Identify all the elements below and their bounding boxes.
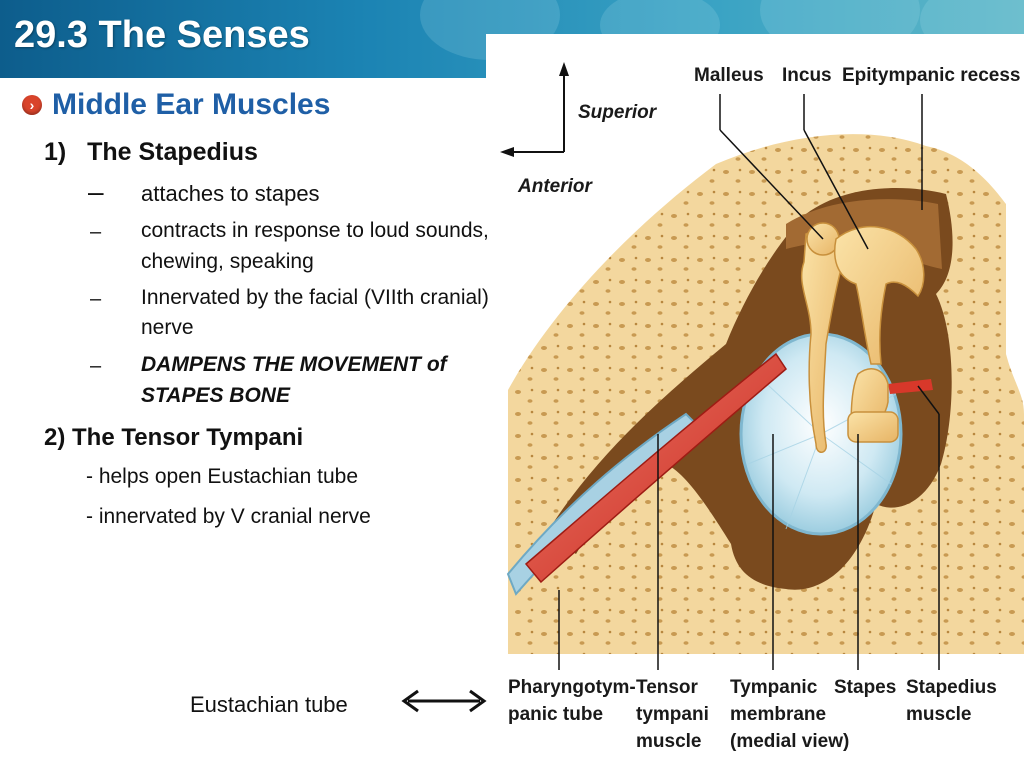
bullet-contracts-line2: chewing, speaking bbox=[141, 250, 314, 273]
middle-ear-diagram: Superior Anterior Malleus Incus Epitympa… bbox=[500, 62, 1024, 752]
bullet-helps-open: - helps open Eustachian tube bbox=[86, 465, 359, 488]
bullet-innervated-line2: nerve bbox=[141, 316, 194, 339]
bullet-contracts-line1: contracts in response to loud sounds, bbox=[141, 219, 489, 242]
tensor-tympani-title: 2) The Tensor Tympani bbox=[44, 424, 304, 451]
bullet-dash: – bbox=[88, 176, 104, 207]
direction-indicator bbox=[500, 62, 569, 157]
slide-title: 29.3 The Senses bbox=[14, 14, 310, 56]
section-heading: › Middle Ear Muscles bbox=[22, 88, 330, 122]
stapedius-label-line1: Stapedius bbox=[906, 677, 997, 698]
superior-label: Superior bbox=[578, 102, 658, 123]
malleus-label: Malleus bbox=[694, 65, 764, 86]
diagram-header-bg bbox=[486, 34, 1024, 78]
stapedius-label-line2: muscle bbox=[906, 704, 971, 725]
eustachian-tube-label: Eustachian tube bbox=[190, 692, 348, 717]
bullet-dash: – bbox=[90, 288, 102, 310]
tympanic-label-line2: membrane bbox=[730, 704, 826, 725]
stapedius-title: 1) The Stapedius bbox=[44, 138, 258, 166]
bullet-dash: – bbox=[90, 221, 102, 243]
bullet-attaches: attaches to stapes bbox=[141, 181, 320, 206]
double-arrow-icon bbox=[401, 689, 487, 713]
tensor-label-line2: tympani bbox=[636, 704, 709, 725]
pharyngotympanic-label-line1: Pharyngotym- bbox=[508, 677, 636, 698]
tympanic-label-line3: (medial view) bbox=[730, 731, 849, 752]
anterior-label: Anterior bbox=[517, 176, 594, 197]
incus-label: Incus bbox=[782, 65, 832, 86]
heading-text: Middle Ear Muscles bbox=[52, 88, 331, 121]
epitympanic-recess-label: Epitympanic recess bbox=[842, 65, 1020, 86]
tensor-label-line1: Tensor bbox=[636, 677, 699, 698]
bullet-innervated-line1: Innervated by the facial (VIIth cranial) bbox=[141, 286, 489, 309]
bullet-innervated-v: - innervated by V cranial nerve bbox=[86, 505, 371, 528]
tensor-label-line3: muscle bbox=[636, 731, 701, 752]
stapes-label: Stapes bbox=[834, 677, 896, 698]
bullet-dampens-line1: DAMPENS THE MOVEMENT of bbox=[141, 353, 447, 376]
arrow-bullet-icon: › bbox=[22, 95, 42, 115]
pharyngotympanic-label-line2: panic tube bbox=[508, 704, 603, 725]
tensor-tympani-muscle bbox=[524, 352, 787, 584]
tympanic-label-line1: Tympanic bbox=[730, 677, 818, 698]
bullet-dampens-line2: STAPES BONE bbox=[141, 384, 290, 407]
bullet-dash: – bbox=[90, 355, 102, 377]
